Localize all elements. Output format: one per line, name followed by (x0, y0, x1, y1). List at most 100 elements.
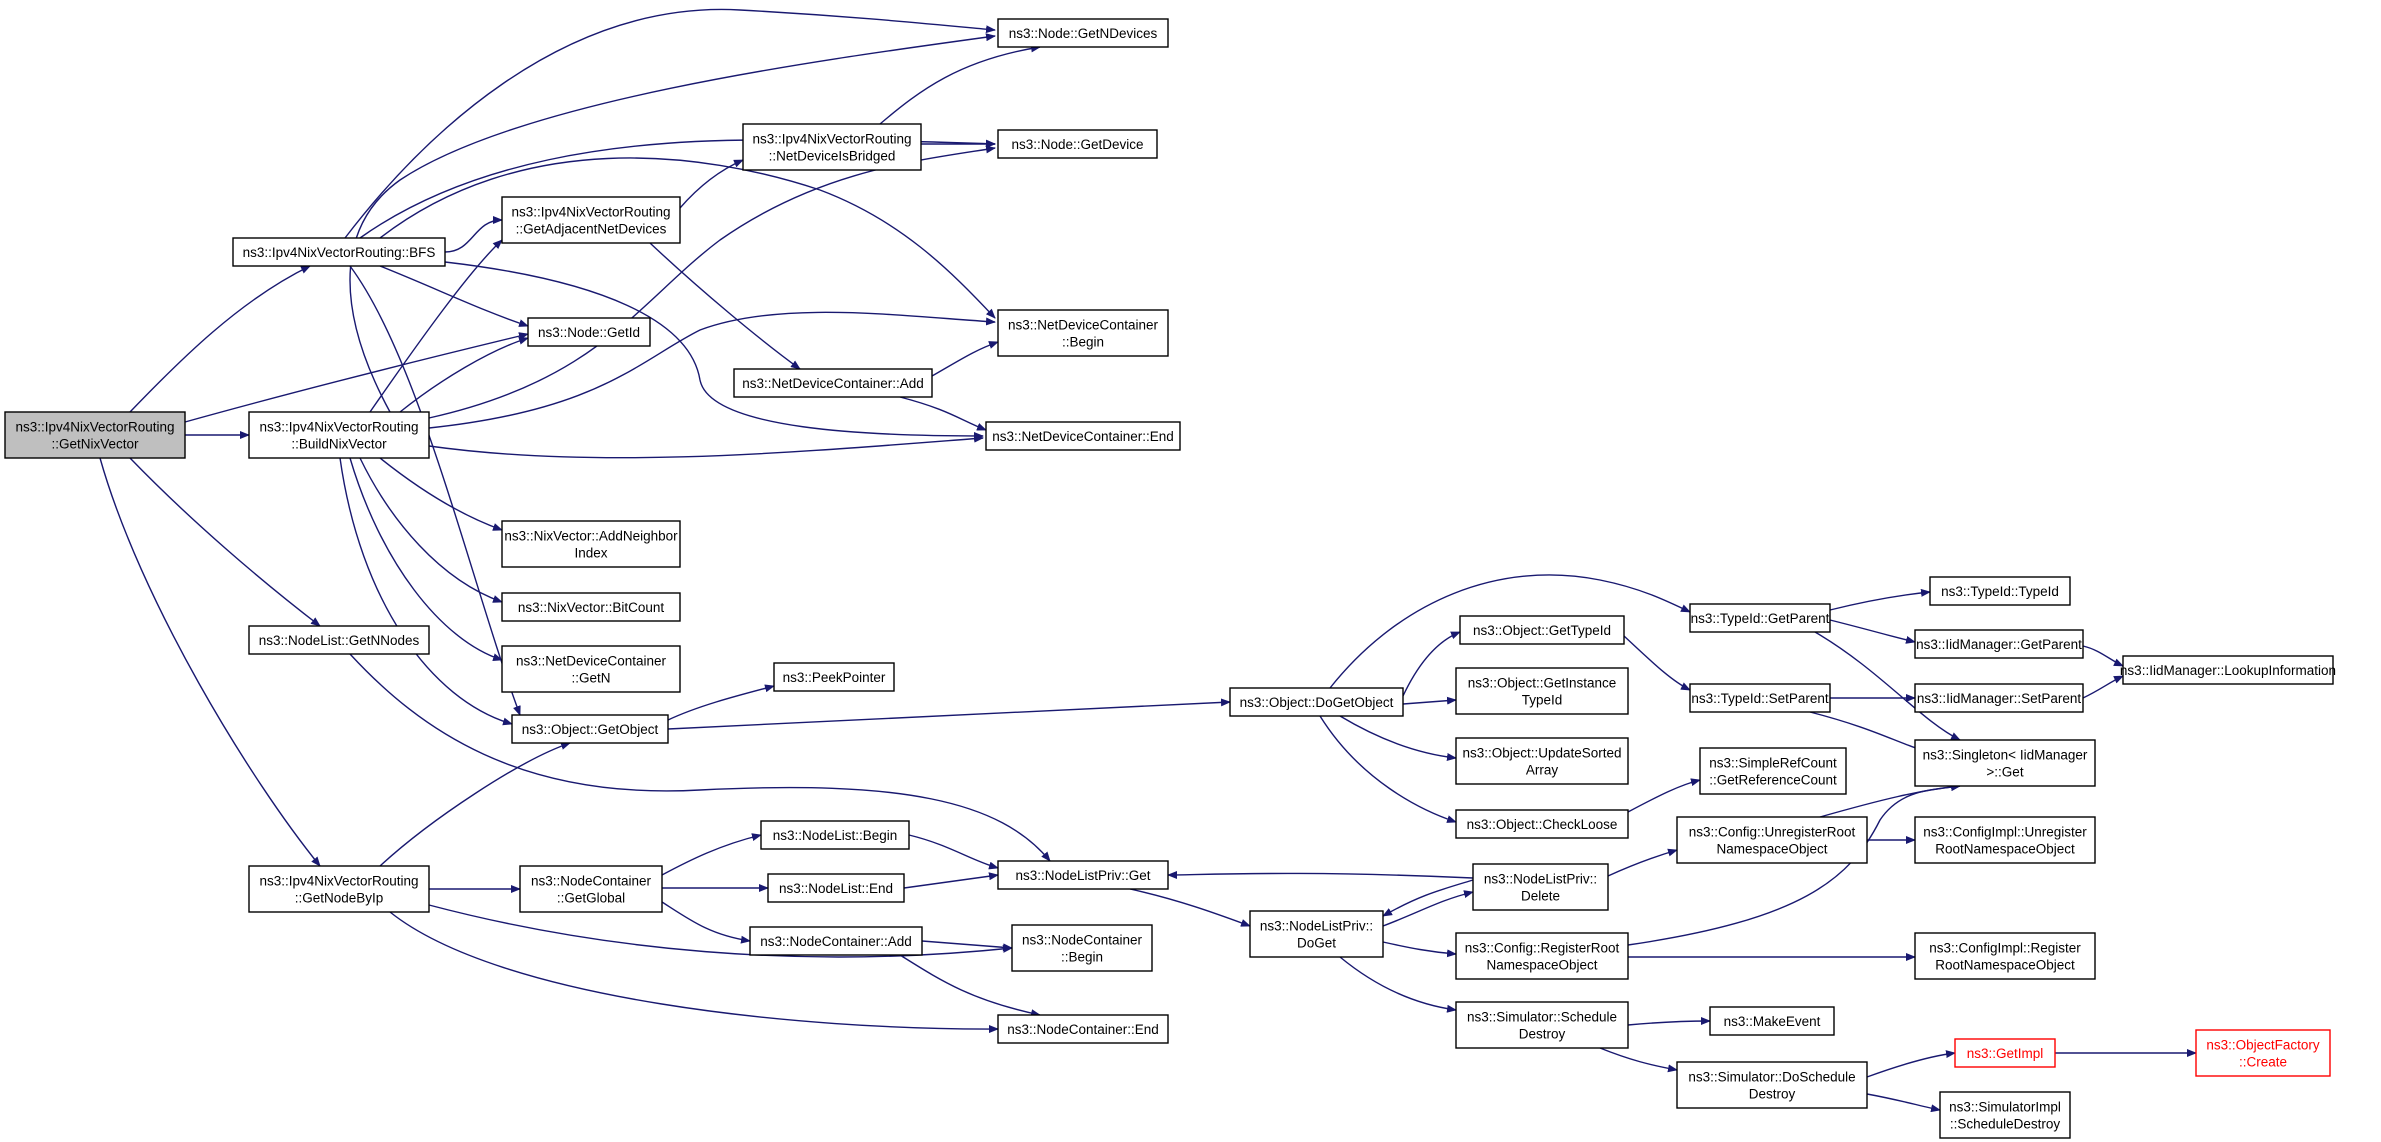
node-label: ns3::Object::UpdateSorted (1462, 746, 1621, 761)
node-label: ns3::NixVector::BitCount (518, 600, 665, 615)
node-getadjacentnetdevices[interactable]: ns3::Ipv4NixVectorRouting::GetAdjacentNe… (501, 196, 681, 244)
node-nodelistpriv-get[interactable]: ns3::NodeListPriv::Get (997, 860, 1169, 890)
node-box (2122, 655, 2334, 685)
node-object-checkloose[interactable]: ns3::Object::CheckLoose (1455, 809, 1629, 839)
node-label: ns3::Node::GetDevice (1011, 137, 1143, 152)
node-object-gettypeid[interactable]: ns3::Object::GetTypeId (1459, 615, 1625, 645)
node-objectfactory-create[interactable]: ns3::ObjectFactory::Create (2195, 1029, 2331, 1077)
node-getimpl[interactable]: ns3::GetImpl (1954, 1038, 2056, 1068)
node-label: ns3::SimulatorImpl (1949, 1100, 2061, 1115)
edge-object_getobject-to-doggetobject (667, 698, 1231, 730)
node-label: ns3::NodeList::GetNNodes (259, 633, 420, 648)
node-iidmanager-getparent[interactable]: ns3::IidManager::GetParent (1914, 629, 2084, 659)
node-box (985, 421, 1181, 451)
node-buildnixvector[interactable]: ns3::Ipv4NixVectorRouting::BuildNixVecto… (248, 411, 430, 459)
node-nc-add[interactable]: ns3::NodeContainer::Add (749, 926, 923, 956)
node-label: ::ScheduleDestroy (1950, 1117, 2061, 1132)
node-label: ns3::TypeId::GetParent (1691, 611, 1830, 626)
node-label: ns3::NodeListPriv:: (1484, 872, 1597, 887)
node-node-getdevice[interactable]: ns3::Node::GetDevice (997, 129, 1158, 159)
node-simulatorimpl-scheduledestroy[interactable]: ns3::SimulatorImpl::ScheduleDestroy (1939, 1091, 2071, 1139)
node-bitcount[interactable]: ns3::NixVector::BitCount (501, 592, 681, 622)
node-doggetobject[interactable]: ns3::Object::DoGetObject (1229, 687, 1404, 717)
node-iidmanager-lookupinformation[interactable]: ns3::IidManager::LookupInformation (2120, 655, 2336, 685)
node-box (248, 411, 430, 459)
node-box (997, 1014, 1169, 1044)
node-bfs[interactable]: ns3::Ipv4NixVectorRouting::BFS (232, 237, 446, 267)
node-box (2195, 1029, 2331, 1077)
edge-object_checkloose-to-simplerefcount (1627, 778, 1701, 813)
edge-getadjacentnetdevices-to-netdeviceisbridged (679, 159, 744, 209)
edge-buildnixvector-to-ndc_begin (428, 311, 996, 429)
edge-buildnixvector-to-ndc_getn (349, 457, 503, 662)
node-netdeviceisbridged[interactable]: ns3::Ipv4NixVectorRouting::NetDeviceIsBr… (742, 123, 922, 171)
node-label: ::Begin (1061, 950, 1103, 965)
node-typeid-getparent[interactable]: ns3::TypeId::GetParent (1689, 603, 1831, 633)
edge-doggetobject-to-object_getinstancetypeid (1402, 696, 1457, 705)
node-box (767, 873, 905, 903)
node-label: Delete (1521, 889, 1560, 904)
node-config-unregisterroot[interactable]: ns3::Config::UnregisterRootNamespaceObje… (1676, 816, 1868, 864)
node-label: ::GetGlobal (557, 891, 625, 906)
node-makeevent[interactable]: ns3::MakeEvent (1709, 1006, 1835, 1036)
node-label: ::NetDeviceIsBridged (769, 149, 896, 164)
node-nodelist-end[interactable]: ns3::NodeList::End (767, 873, 905, 903)
node-nodelist-getnnodes[interactable]: ns3::NodeList::GetNNodes (248, 625, 430, 655)
node-label: ns3::NodeList::End (779, 881, 893, 896)
node-label: ns3::NodeListPriv::Get (1015, 868, 1150, 883)
node-nodelist-begin[interactable]: ns3::NodeList::Begin (760, 820, 910, 850)
node-label: ns3::TypeId::SetParent (1691, 691, 1829, 706)
node-simplerefcount[interactable]: ns3::SimpleRefCount::GetReferenceCount (1699, 747, 1847, 795)
node-ndc-getn[interactable]: ns3::NetDeviceContainer::GetN (501, 645, 681, 693)
node-nodelistpriv-doget[interactable]: ns3::NodeListPriv::DoGet (1249, 910, 1384, 958)
node-getnixvector[interactable]: ns3::Ipv4NixVectorRouting::GetNixVector (4, 411, 186, 459)
edge-nodelist_end-to-nodelistpriv_get (903, 872, 999, 889)
node-label: ns3::Object::CheckLoose (1467, 817, 1618, 832)
node-singleton-get[interactable]: ns3::Singleton< IidManager>::Get (1914, 739, 2096, 787)
node-label: ::Begin (1062, 335, 1104, 350)
node-box (997, 860, 1169, 890)
node-nc-end[interactable]: ns3::NodeContainer::End (997, 1014, 1169, 1044)
node-label: ns3::Config::RegisterRoot (1465, 941, 1620, 956)
node-configimpl-unregister[interactable]: ns3::ConfigImpl::UnregisterRootNamespace… (1914, 816, 2096, 864)
edge-typeid_getparent-to-typeid_typeid (1829, 588, 1931, 611)
node-object-getobject[interactable]: ns3::Object::GetObject (511, 714, 669, 744)
node-label: ns3::Object::GetTypeId (1473, 623, 1611, 638)
node-node-getid[interactable]: ns3::Node::GetId (527, 317, 651, 347)
node-configimpl-register[interactable]: ns3::ConfigImpl::RegisterRootNamespaceOb… (1914, 932, 2096, 980)
node-simulator-scheduledestroy[interactable]: ns3::Simulator::ScheduleDestroy (1455, 1001, 1629, 1049)
node-typeid-typeid[interactable]: ns3::TypeId::TypeId (1929, 576, 2071, 606)
node-label: ns3::TypeId::TypeId (1941, 584, 2059, 599)
node-nc-getglobal[interactable]: ns3::NodeContainer::GetGlobal (519, 865, 663, 913)
edge-nc_getglobal-to-nodelist_begin (661, 833, 762, 876)
node-box (1689, 603, 1831, 633)
edge-nodelist_begin-to-nodelistpriv_get (908, 834, 999, 870)
node-peekpointer[interactable]: ns3::PeekPointer (773, 662, 895, 692)
node-label: DoGet (1297, 936, 1336, 951)
node-box (1676, 1061, 1868, 1109)
edge-typeid_getparent-to-singleton_get (1814, 631, 1961, 741)
node-iidmanager-setparent[interactable]: ns3::IidManager::SetParent (1914, 683, 2084, 713)
node-ndc-end[interactable]: ns3::NetDeviceContainer::End (985, 421, 1181, 451)
node-nodelistpriv-delete[interactable]: ns3::NodeListPriv::Delete (1472, 863, 1609, 911)
node-ndc-add[interactable]: ns3::NetDeviceContainer::Add (733, 368, 933, 398)
node-nc-begin[interactable]: ns3::NodeContainer::Begin (1011, 924, 1153, 972)
node-box (501, 592, 681, 622)
edge-nodelistpriv_delete-to-nodelistpriv_get (1167, 870, 1474, 879)
edge-doggetobject-to-typeid_getparent (1329, 574, 1691, 689)
node-box (997, 18, 1169, 48)
node-typeid-setparent[interactable]: ns3::TypeId::SetParent (1689, 683, 1831, 713)
node-node-getndevices[interactable]: ns3::Node::GetNDevices (997, 18, 1169, 48)
node-getnodebyip[interactable]: ns3::Ipv4NixVectorRouting::GetNodeByIp (248, 865, 430, 913)
node-ndc-begin[interactable]: ns3::NetDeviceContainer::Begin (997, 309, 1169, 357)
node-box (4, 411, 186, 459)
node-label: ns3::NodeContainer::Add (760, 934, 912, 949)
edge-doggetobject-to-object_gettypeid (1402, 631, 1461, 697)
node-label: ns3::Ipv4NixVectorRouting::BFS (243, 245, 436, 260)
